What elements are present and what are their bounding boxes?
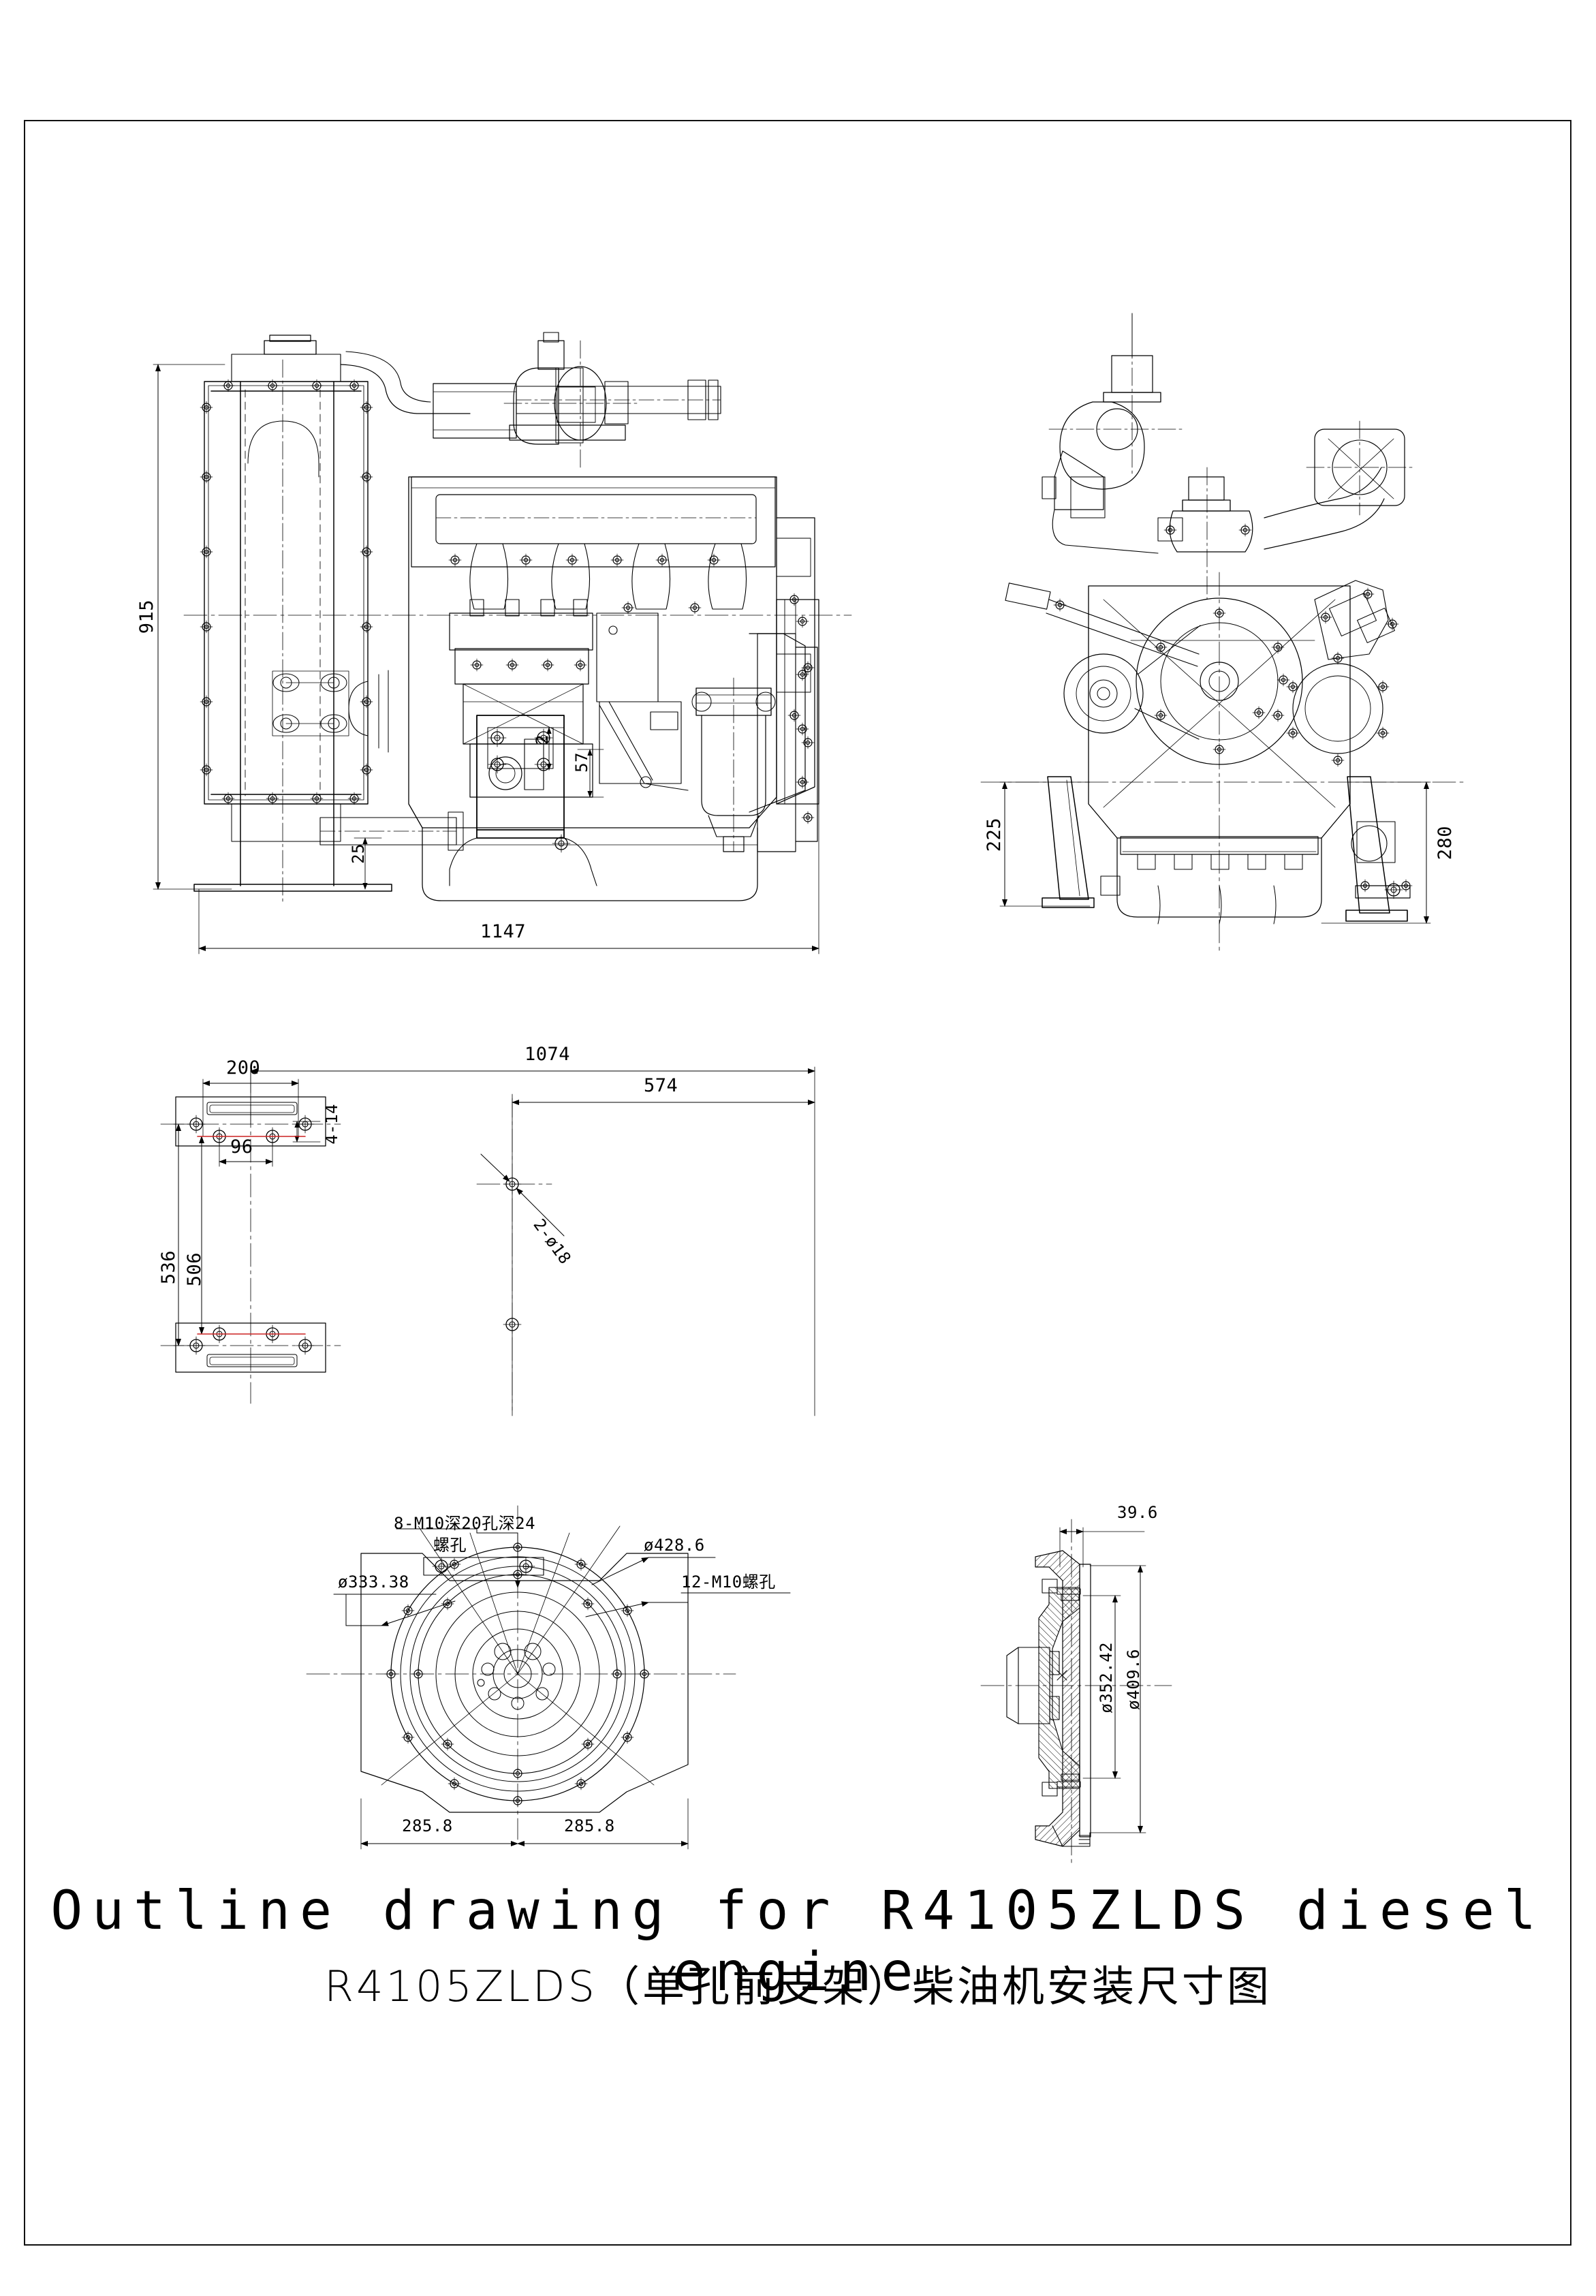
dim-label-39-6: 39.6 (1117, 1503, 1158, 1522)
dim-label-915: 915 (136, 600, 157, 634)
dim-label-280: 280 (1435, 826, 1456, 860)
dim-label-536: 536 (158, 1250, 179, 1285)
callout-8-m10: 8-M10深20孔深24 (394, 1514, 536, 1533)
dim-label-25: 25 (349, 843, 368, 864)
dim-label-dia-409-6: ø409.6 (1124, 1649, 1143, 1710)
dim-label-96: 96 (230, 1136, 253, 1158)
dim-label-285-8-left: 285.8 (402, 1816, 453, 1835)
dim-label-225: 225 (984, 818, 1005, 852)
drawing-title-chinese: R4105ZLDS（单孔前支架）柴油机安装尺寸图 (324, 1961, 1272, 2011)
dim-label-285-8-right: 285.8 (564, 1816, 615, 1835)
callout-pcd-inner: ø333.38 (338, 1572, 409, 1592)
dim-label-2: 2 (533, 734, 552, 745)
dim-label-1074: 1074 (525, 1044, 571, 1065)
dim-label-4-14: 4-14 (322, 1104, 341, 1145)
callout-pcd-outer: ø428.6 (644, 1536, 705, 1555)
dim-label-200: 200 (226, 1057, 261, 1079)
callout-12-m10: 12-M10螺孔 (681, 1572, 776, 1592)
dim-label-57: 57 (572, 752, 591, 773)
dim-label-dia-352-42: ø352.42 (1097, 1642, 1116, 1713)
drawing-title-english: Outline drawing for R4105ZLDS diesel eng… (50, 1880, 1546, 2003)
dim-label-1147: 1147 (480, 921, 527, 942)
dim-label-574: 574 (644, 1075, 678, 1096)
dim-label-506: 506 (184, 1252, 205, 1287)
callout-8-m10-sub: 螺孔 (433, 1536, 467, 1555)
